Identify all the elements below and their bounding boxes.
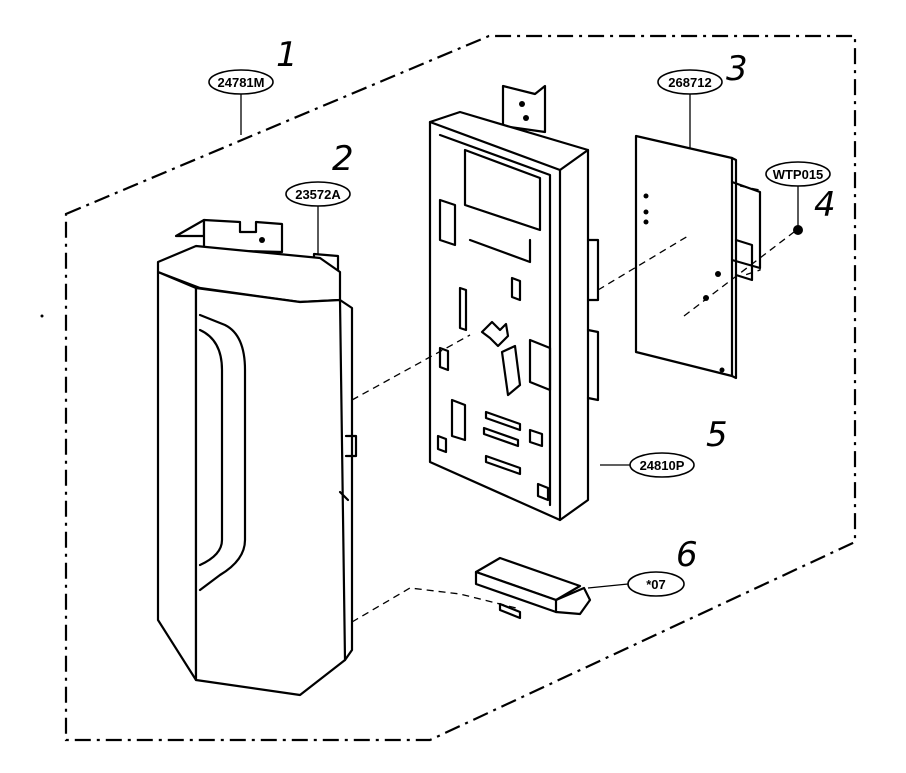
index-number-6: 6 (676, 535, 698, 575)
index-number-5: 5 (706, 415, 728, 455)
part-control-panel-housing (156, 218, 358, 697)
part-number-2: 23572A (295, 187, 341, 202)
part-pcb-board (634, 134, 762, 380)
part-screw (793, 225, 803, 235)
part-control-bracket (428, 84, 600, 522)
part-number-3: 268712 (668, 75, 711, 90)
callout-tag-1[interactable]: 24781M (208, 69, 274, 95)
assembly-boundary (64, 34, 857, 742)
callout-tag-3[interactable]: 268712 (657, 69, 723, 95)
part-number-1: 24781M (218, 75, 265, 90)
guide-housing-bracket (351, 334, 471, 401)
index-number-3: 3 (726, 49, 748, 89)
part-number-4: WTP015 (773, 167, 824, 182)
stray-dot (40, 314, 44, 318)
part-number-6: *07 (646, 577, 666, 592)
index-number-2: 2 (332, 139, 354, 179)
part-number-5: 24810P (640, 458, 685, 473)
callout-tag-5[interactable]: 24810P (629, 452, 695, 478)
part-clip (474, 556, 592, 620)
callout-tag-4[interactable]: WTP015 (765, 161, 831, 187)
callout-tag-2[interactable]: 23572A (285, 181, 351, 207)
index-number-4: 4 (814, 185, 836, 225)
callout-tag-6[interactable]: *07 (627, 571, 685, 597)
guide-bracket-pcb (597, 235, 689, 291)
guide-screw-bracket (739, 185, 761, 277)
index-number-1: 1 (276, 35, 298, 75)
leader-6 (587, 583, 629, 589)
guide-housing-clip (351, 587, 517, 623)
